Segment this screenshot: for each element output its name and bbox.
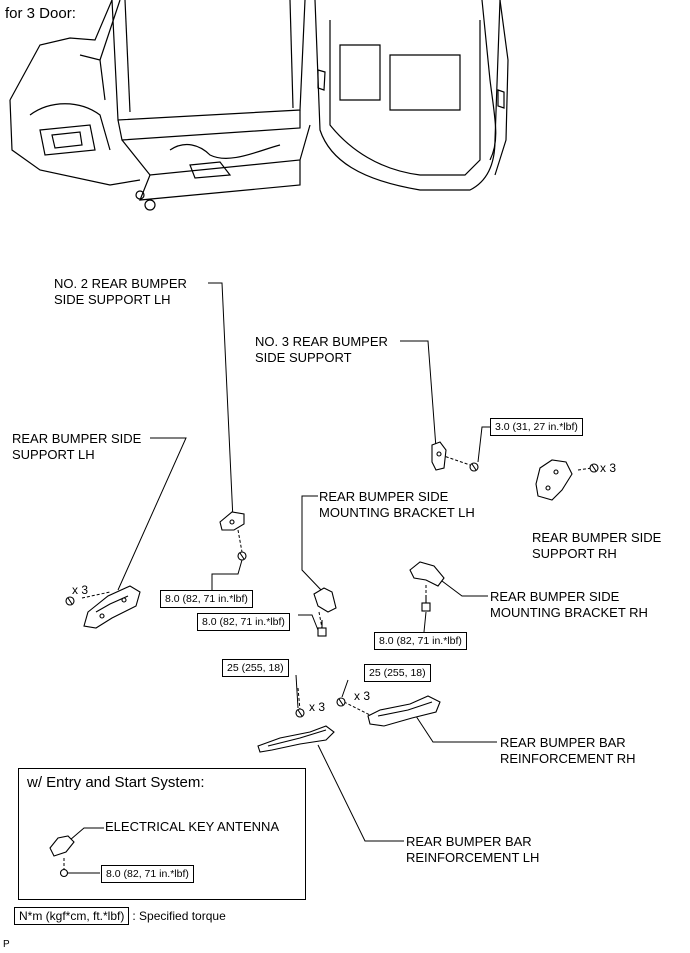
label-rear-bumper-bar-reinforcement-lh: REAR BUMPER BAR REINFORCEMENT LH xyxy=(406,834,540,865)
label-no3-rear-bumper-side-support: NO. 3 REAR BUMPER SIDE SUPPORT xyxy=(255,334,388,365)
label-rear-bumper-side-support-lh: REAR BUMPER SIDE SUPPORT LH xyxy=(12,431,142,462)
inset-title: w/ Entry and Start System: xyxy=(27,774,205,791)
torque-box-bracket-rh: 8.0 (82, 71 in.*lbf) xyxy=(374,632,467,650)
figure-code: P xyxy=(3,939,10,950)
bolt-key-antenna xyxy=(59,868,69,878)
torque-box-bracket-lh: 8.0 (82, 71 in.*lbf) xyxy=(197,613,290,631)
bolt-reinforcement-lh xyxy=(295,708,305,718)
torque-box-reinforcement-rh: 25 (255, 18) xyxy=(364,664,431,682)
entry-start-system-inset: w/ Entry and Start System: ELECTRICAL KE… xyxy=(18,768,306,900)
leader-lines xyxy=(69,282,553,842)
label-electrical-key-antenna: ELECTRICAL KEY ANTENNA xyxy=(105,819,280,834)
qty-reinforcement-rh: x 3 xyxy=(354,689,371,703)
label-rear-bumper-side-mounting-bracket-rh: REAR BUMPER SIDE MOUNTING BRACKET RH xyxy=(490,589,648,620)
torque-legend: N*m (kgf*cm, ft.*lbf) : Specified torque xyxy=(14,907,226,925)
qty-support-rh: x 3 xyxy=(600,461,617,475)
reinforcement-lh-part xyxy=(257,725,335,753)
support-rh-part xyxy=(535,459,573,501)
bolt-bracket-rh xyxy=(421,595,431,612)
label-rear-bumper-side-mounting-bracket-lh: REAR BUMPER SIDE MOUNTING BRACKET LH xyxy=(319,489,475,520)
bolt-no3-support xyxy=(469,462,479,472)
legend-description: : Specified torque xyxy=(132,909,226,923)
reinforcement-rh-part xyxy=(367,695,441,727)
bolt-bracket-lh xyxy=(317,620,327,637)
label-rear-bumper-bar-reinforcement-rh: REAR BUMPER BAR REINFORCEMENT RH xyxy=(500,735,636,766)
bolt-reinforcement-rh xyxy=(336,697,346,707)
qty-reinforcement-lh: x 3 xyxy=(309,700,326,714)
torque-box-no2-support-lh: 8.0 (82, 71 in.*lbf) xyxy=(160,590,253,608)
support-lh-part xyxy=(83,585,141,629)
label-no2-rear-bumper-side-support-lh: NO. 2 REAR BUMPER SIDE SUPPORT LH xyxy=(54,276,187,307)
vehicle-rear-illustration xyxy=(9,0,509,211)
no2-support-lh-part xyxy=(219,511,245,531)
legend-unit-box: N*m (kgf*cm, ft.*lbf) xyxy=(14,907,130,925)
torque-box-key-antenna: 8.0 (82, 71 in.*lbf) xyxy=(101,865,194,883)
label-rear-bumper-side-support-rh: REAR BUMPER SIDE SUPPORT RH xyxy=(532,530,662,561)
bracket-rh-part xyxy=(409,561,445,587)
torque-box-reinforcement-lh: 25 (255, 18) xyxy=(222,659,289,677)
bolt-support-rh xyxy=(589,463,599,473)
torque-connectors xyxy=(68,426,490,874)
variant-label: for 3 Door: xyxy=(5,5,76,22)
bracket-lh-part xyxy=(313,587,337,613)
bolt-no2-support xyxy=(237,551,247,561)
torque-box-no3-support: 3.0 (31, 27 in.*lbf) xyxy=(490,418,583,436)
bolt-support-lh xyxy=(65,596,75,606)
bolts xyxy=(59,462,599,878)
key-antenna-part xyxy=(49,835,75,857)
no3-support-part xyxy=(431,441,447,471)
qty-support-lh: x 3 xyxy=(72,583,89,597)
